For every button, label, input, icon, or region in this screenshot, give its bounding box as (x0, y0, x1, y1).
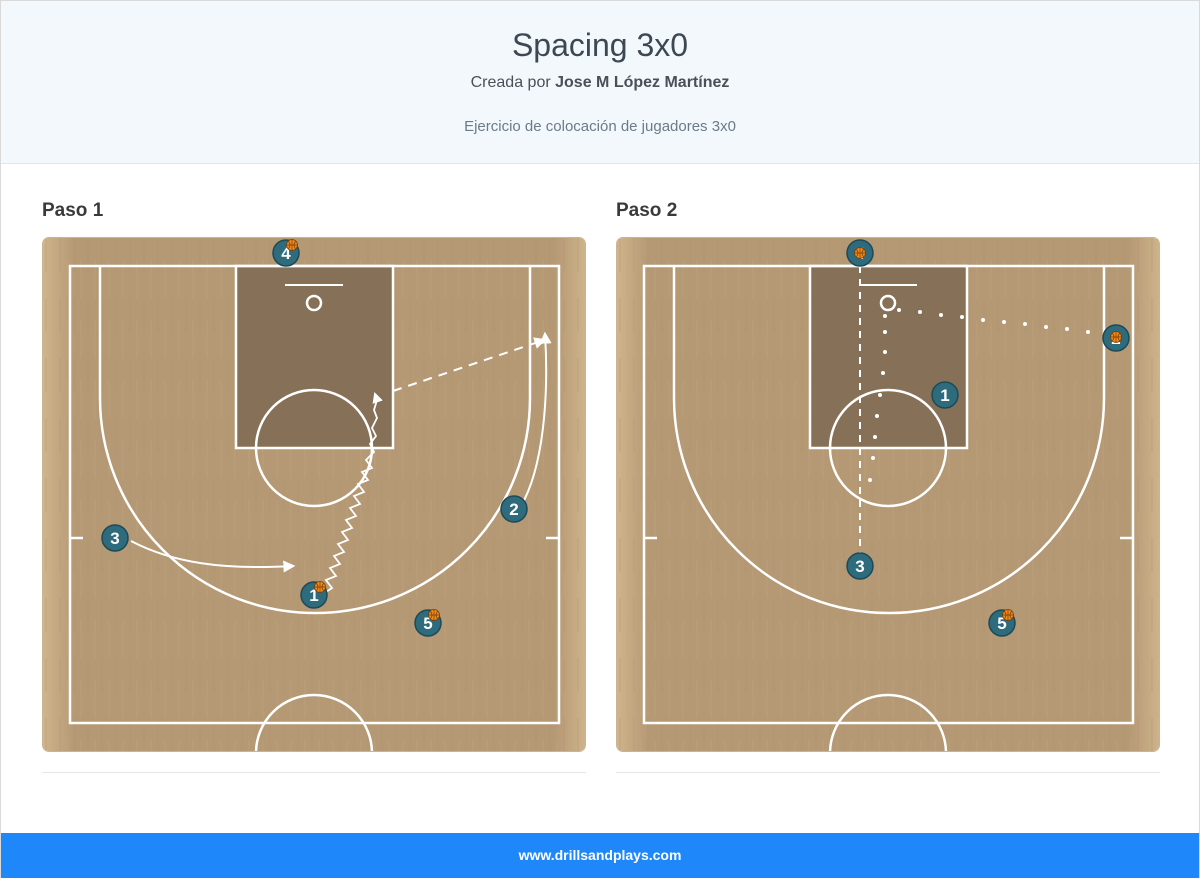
svg-text:3: 3 (110, 529, 119, 548)
svg-text:5: 5 (997, 614, 1006, 633)
pass-dots-2 (897, 308, 1090, 334)
pass-dots-1 (868, 314, 887, 482)
player-1[interactable]: 1 (931, 381, 959, 409)
drill-description: Ejercicio de colocación de jugadores 3x0 (464, 118, 736, 135)
player-5[interactable]: 5 (414, 609, 442, 637)
page-title: Spacing 3x0 (511, 27, 689, 63)
ball-icon (1110, 331, 1122, 343)
svg-text:1: 1 (940, 386, 949, 405)
step-1-title: Paso 1 (42, 200, 104, 221)
footer: www.drillsandplays.com (1, 833, 1199, 878)
player-1[interactable]: 1 (300, 581, 328, 609)
step-1-diagram: 4 2 3 1 5 (43, 238, 585, 751)
svg-text:3: 3 (855, 557, 864, 576)
ball-icon (314, 581, 326, 593)
hoop (879, 294, 897, 312)
svg-text:4: 4 (281, 244, 291, 263)
byline: Creada por Jose M López Martínez (1, 74, 1199, 92)
ball-icon (286, 239, 298, 251)
player-2[interactable]: 2 (500, 495, 528, 523)
player-3[interactable]: 3 (101, 524, 129, 552)
header: Spacing 3x0 Creada por Jose M López Mart… (1, 1, 1199, 164)
hoop (305, 294, 323, 312)
step-1-divider (42, 772, 586, 773)
svg-text:1: 1 (309, 586, 318, 605)
step-2-title: Paso 2 (616, 200, 678, 221)
step-2-diagram: 4 2 1 3 5 (617, 238, 1159, 751)
dribble-line-1 (324, 391, 383, 593)
byline-prefix: Creada por (470, 74, 551, 91)
ball-icon (428, 609, 440, 621)
cut-line-2 (520, 331, 552, 507)
paint-area (236, 266, 393, 448)
step-1-court[interactable]: 4 2 3 1 5 (42, 237, 586, 752)
paint-area (810, 266, 967, 448)
player-3[interactable]: 3 (846, 552, 874, 580)
cut-line-3 (130, 540, 296, 573)
player-2[interactable]: 2 (1102, 324, 1130, 352)
player-4[interactable]: 4 (846, 239, 874, 267)
footer-site-link[interactable]: www.drillsandplays.com (518, 847, 682, 863)
court-lines (642, 264, 1135, 751)
court-lines (68, 264, 561, 751)
ball-icon (1002, 609, 1014, 621)
player-4[interactable]: 4 (272, 239, 300, 267)
author-name[interactable]: Jose M López Martínez (555, 74, 730, 91)
pass-line (392, 337, 547, 392)
step-2-divider (616, 772, 1160, 773)
ball-icon (854, 247, 866, 259)
svg-text:5: 5 (423, 614, 432, 633)
player-5[interactable]: 5 (988, 609, 1016, 637)
svg-text:2: 2 (509, 500, 518, 519)
step-2-court[interactable]: 4 2 1 3 5 (616, 237, 1160, 752)
